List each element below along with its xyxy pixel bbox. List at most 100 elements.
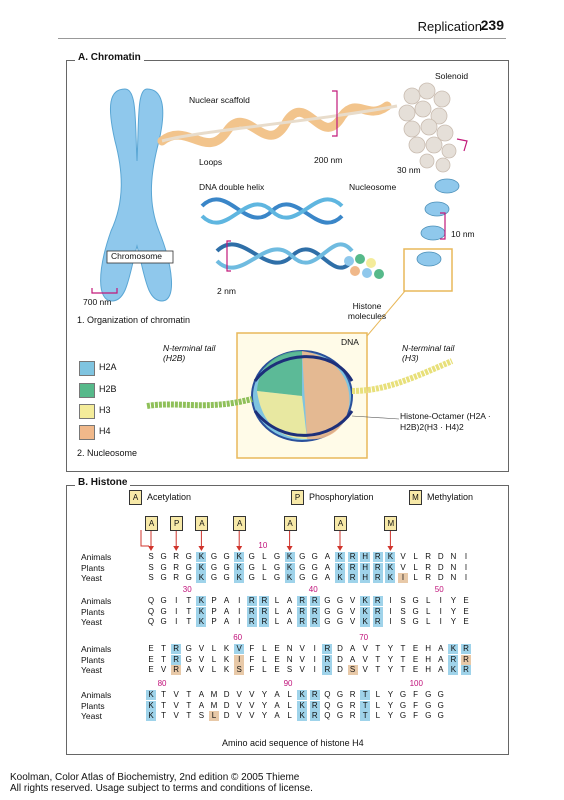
residue: A	[223, 596, 230, 605]
marker-arrowhead	[173, 546, 180, 551]
species-label: Plants	[81, 654, 105, 665]
residue: L	[262, 644, 267, 653]
key-label-methylation: Methylation	[427, 492, 474, 502]
residue: V	[173, 711, 179, 720]
legend-label: H2B	[99, 384, 117, 394]
species-label: Plants	[81, 606, 105, 617]
residue: K	[196, 552, 207, 562]
label-histone-molecules: Histone molecules	[347, 301, 387, 321]
residue: H	[425, 654, 432, 664]
residue: Y	[387, 654, 394, 664]
residue: T	[186, 617, 192, 626]
residue: R	[309, 617, 320, 627]
residue: A	[286, 617, 293, 626]
residue: L	[274, 617, 280, 626]
position-number: 40	[308, 585, 318, 594]
residue: V	[160, 665, 167, 674]
label-nterm-h3: N-terminal tail (H3)	[402, 343, 455, 363]
residue: G	[160, 552, 167, 561]
residue: G	[336, 617, 344, 626]
marker-arrowhead	[148, 546, 154, 551]
residue: R	[259, 617, 270, 627]
residue: K	[448, 644, 459, 654]
label-dna-double-helix: DNA double helix	[199, 182, 265, 192]
residue: K	[196, 617, 207, 627]
residue: R	[347, 562, 358, 573]
residue: G	[185, 644, 192, 653]
residue: G	[185, 573, 192, 582]
residue: V	[299, 665, 305, 674]
residue: K	[385, 573, 396, 583]
residue: E	[463, 596, 469, 605]
position-number: 80	[157, 679, 167, 688]
residue: K	[196, 562, 207, 573]
residue: G	[299, 573, 306, 582]
residue: I	[398, 573, 408, 583]
residue: G	[412, 596, 419, 605]
residue: K	[297, 690, 308, 700]
position-number: 90	[283, 679, 293, 688]
residue: R	[173, 552, 180, 561]
residue: K	[223, 654, 230, 664]
residue: K	[360, 617, 371, 627]
residue: E	[412, 644, 419, 653]
residue: R	[309, 690, 320, 700]
residue: L	[262, 552, 267, 561]
residue: G	[299, 552, 306, 561]
footer: Koolman, Color Atlas of Biochemistry, 2n…	[10, 772, 313, 794]
residue: D	[223, 690, 230, 699]
residue: A	[349, 644, 356, 653]
residue: K	[196, 606, 207, 617]
label-200nm: 200 nm	[314, 155, 343, 165]
residue: I	[175, 596, 178, 605]
residue: R	[309, 606, 320, 617]
residue: V	[400, 562, 406, 572]
species-label: Yeast	[81, 665, 102, 675]
position-number: 70	[359, 633, 369, 642]
residue: G	[336, 700, 344, 710]
residue: Y	[387, 690, 394, 699]
residue: G	[336, 606, 344, 616]
marker-bracket	[140, 530, 149, 547]
residue: T	[186, 700, 192, 710]
residue: V	[400, 552, 406, 561]
species-label: Yeast	[81, 711, 102, 721]
residue: K	[146, 711, 156, 721]
residue: G	[299, 562, 306, 572]
residue: R	[246, 617, 257, 627]
residue: R	[259, 606, 270, 617]
residue: I	[234, 654, 245, 665]
residue: K	[284, 562, 295, 573]
marker-arrowhead	[286, 546, 293, 551]
residue: K	[297, 711, 308, 721]
residue: V	[362, 644, 368, 653]
residue: K	[385, 552, 396, 562]
residue: E	[274, 644, 280, 653]
position-number: 100	[409, 679, 423, 688]
label-nuclear-scaffold: Nuclear scaffold	[189, 95, 250, 105]
residue: T	[161, 711, 167, 720]
residue: A	[438, 644, 444, 653]
residue: T	[161, 690, 167, 699]
residue: G	[311, 562, 318, 572]
marker-arrowhead	[236, 546, 243, 551]
residue: L	[425, 596, 431, 605]
residue: R	[349, 690, 356, 699]
residue: F	[413, 700, 419, 710]
residue: G	[185, 552, 192, 561]
chromatin-illustration	[91, 82, 468, 459]
residue: V	[362, 654, 368, 664]
residue: I	[238, 617, 241, 626]
residue: A	[349, 654, 356, 664]
residue: I	[313, 644, 316, 653]
residue: L	[413, 573, 418, 582]
residue: D	[437, 562, 444, 572]
residue: K	[196, 573, 207, 583]
panel-a-title: A. Chromatin	[75, 52, 144, 63]
residue: R	[425, 552, 432, 561]
caption-histone-h4: Amino acid sequence of histone H4	[222, 738, 364, 748]
legend-swatch	[79, 425, 95, 440]
residue: Q	[147, 596, 155, 605]
residue: L	[262, 665, 267, 674]
key-box-acetylation: A	[129, 490, 142, 505]
